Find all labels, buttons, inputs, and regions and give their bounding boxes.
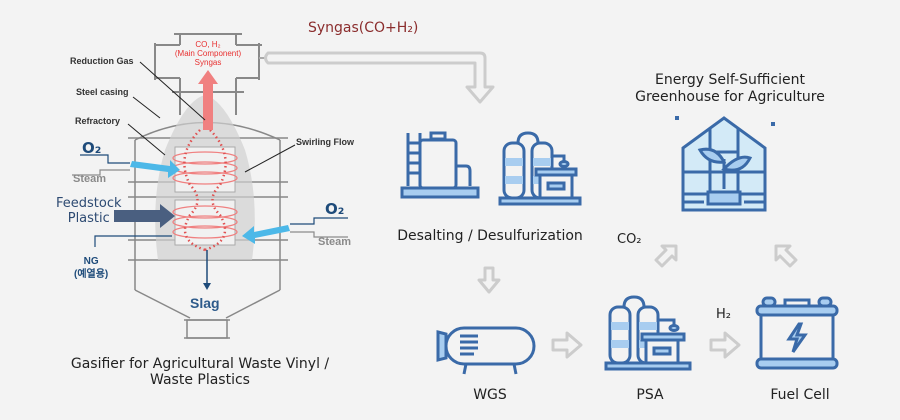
compressor-icon [436, 326, 536, 375]
label-o2-right: O₂ [325, 200, 345, 218]
top-label-line3: Syngas [194, 58, 222, 67]
tank-icon [400, 131, 480, 199]
greenhouse-line1: Energy Self-Sufficient [655, 72, 805, 88]
label-swirling-flow: Swirling Flow [296, 137, 354, 147]
arrow-right-icon [551, 331, 583, 359]
label-ng: NG (예열용) [74, 255, 108, 281]
label-wgs: WGS [473, 387, 507, 403]
greenhouse-line2: Greenhouse for Agriculture [635, 89, 825, 105]
arrow-down-icon [477, 266, 501, 294]
feedstock-line1: Feedstock [56, 196, 122, 211]
label-h2: H₂ [716, 307, 731, 322]
gasifier-diagram [72, 33, 348, 339]
psa-plant-icon [604, 295, 692, 371]
plant-icon [498, 131, 582, 206]
o2-right-arrow [242, 225, 290, 244]
arrow-right-h2-icon [709, 331, 741, 359]
label-steel-casing: Steel casing [76, 87, 129, 97]
label-feedstock: Feedstock Plastic [56, 196, 122, 226]
syngas-label: Syngas(CO+H₂) [308, 20, 419, 36]
greenhouse-icon [675, 116, 775, 212]
label-greenhouse: Energy Self-Sufficient Greenhouse for Ag… [610, 72, 850, 106]
feedstock-line2: Plastic [67, 211, 110, 226]
label-o2-left: O₂ [82, 139, 102, 157]
ng-line1: NG [83, 256, 99, 267]
label-steam-left: Steam [73, 173, 107, 185]
caption-line1: Gasifier for Agricultural Waste Vinyl / [70, 356, 330, 372]
top-label-line1: CO, H₂ [195, 40, 221, 49]
label-fuel-cell: Fuel Cell [770, 387, 830, 403]
label-slag: Slag [190, 295, 220, 311]
top-label-line2: (Main Component) [174, 49, 242, 58]
top-syngas-label: CO, H₂ (Main Component) Syngas [160, 40, 256, 67]
o2-left-arrow [130, 160, 180, 178]
label-psa: PSA [636, 387, 664, 403]
outlet-pipe [154, 33, 262, 115]
label-refractory: Refractory [75, 116, 121, 126]
label-reduction-gas: Reduction Gas [70, 56, 134, 66]
gasifier-caption: Gasifier for Agricultural Waste Vinyl / … [40, 356, 360, 388]
label-desalting: Desalting / Desulfurization [397, 228, 583, 244]
arrow-up-left-icon [774, 244, 798, 268]
label-steam-right: Steam [318, 236, 352, 248]
ng-line2: (예열용) [74, 269, 109, 280]
arrow-up-right-icon [654, 244, 678, 268]
caption-line2: Waste Plastics [150, 372, 250, 388]
fuel-cell-icon [755, 296, 839, 370]
label-co2: CO₂ [617, 232, 642, 247]
